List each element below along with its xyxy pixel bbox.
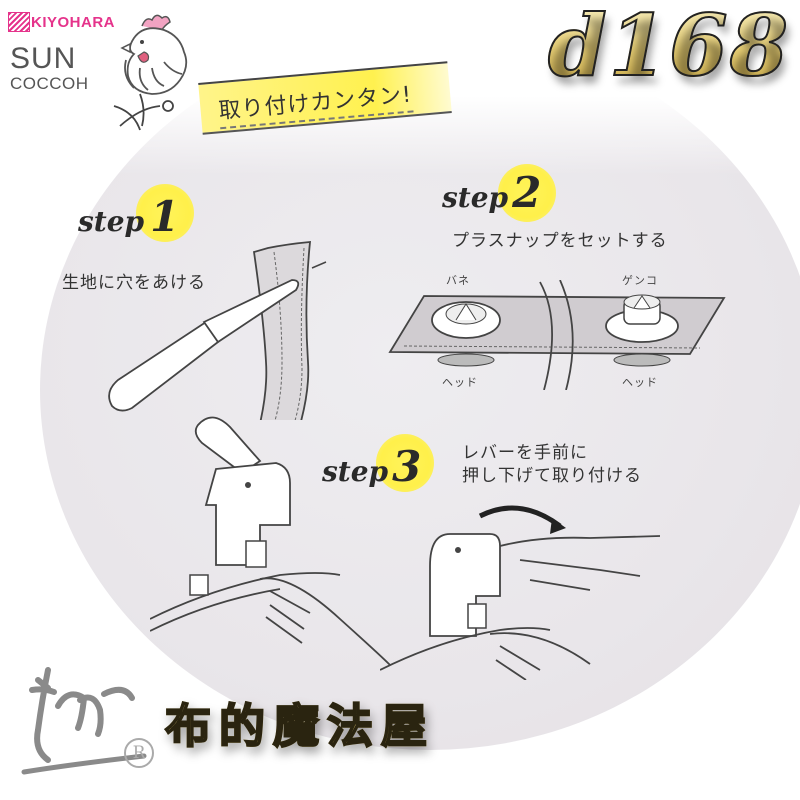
kiyohara-logo: KIYOHARA — [8, 12, 115, 32]
step-3-instruction-line-2: 押し下げて取り付ける — [462, 465, 642, 486]
step-1-number: 1 — [150, 192, 180, 241]
step-2-title: step 2 — [442, 164, 556, 222]
step-3-word: step — [322, 455, 389, 488]
step-2-highlight — [498, 164, 556, 222]
label-head-right: ヘッド — [622, 376, 658, 389]
brand-line-1: SUN — [10, 42, 77, 75]
step-3-press-tool-illustration-left — [150, 416, 391, 665]
label-head-left: ヘッド — [442, 376, 478, 389]
product-code: d168 — [547, 0, 790, 96]
kiyohara-k-icon — [8, 12, 30, 32]
step-3-instruction: レバーを手前に 押し下げて取り付ける — [462, 442, 642, 488]
step-3-press-tool-illustration-right — [380, 505, 661, 680]
label-spring: バネ — [446, 274, 470, 287]
registered-mark: R — [124, 738, 154, 768]
step-1-word: step — [78, 205, 145, 238]
step-3-number: 3 — [392, 442, 422, 491]
maker-name: KIYOHARA — [31, 13, 116, 31]
shop-name: 布的魔法屋 — [164, 690, 435, 756]
step-2-word: step — [442, 181, 509, 214]
step-1-awl-fabric-illustration — [108, 241, 327, 420]
step-3-title: step 3 — [322, 434, 434, 492]
step-3-highlight — [376, 434, 434, 492]
step-1-highlight — [136, 184, 194, 242]
brand-logo: KIYOHARA SUN COCCOH — [4, 6, 204, 131]
step-2-number: 2 — [512, 168, 542, 217]
step-1-instruction: 生地に穴をあける — [62, 273, 206, 293]
step-1-title: step 1 — [78, 184, 194, 242]
step-3-instruction-line-1: レバーを手前に — [462, 443, 588, 463]
brand-line-2: COCCOH — [10, 74, 89, 93]
chicken-mascot-icon — [120, 14, 188, 95]
step-2-snap-illustration — [388, 280, 726, 390]
step-2-instruction: プラスナップをセットする — [452, 231, 668, 251]
tag-string-icon — [113, 93, 174, 131]
label-stud: ゲンコ — [622, 274, 658, 287]
